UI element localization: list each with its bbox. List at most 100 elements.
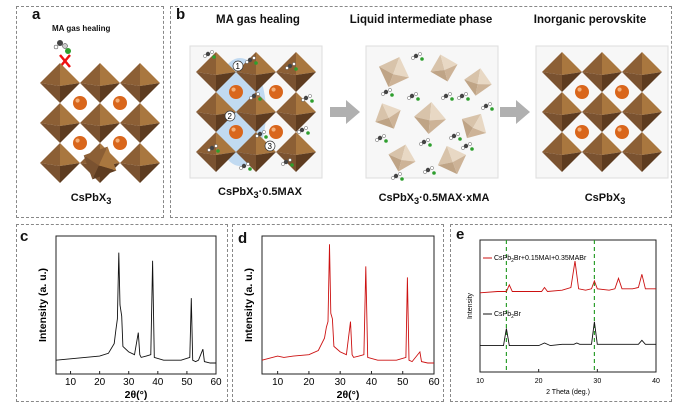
octahedron <box>622 52 662 92</box>
octahedron <box>388 144 416 172</box>
octahedron <box>196 92 236 132</box>
stage1-structure: 1 2 3 <box>189 45 323 179</box>
octahedron <box>414 102 446 134</box>
cs-atom-highlight <box>231 127 236 132</box>
x-tick-label: 60 <box>210 377 222 388</box>
x-tick-label: 10 <box>476 378 484 385</box>
octahedron <box>196 52 236 92</box>
stage2-structure <box>365 45 499 181</box>
caption-text: CsPbX <box>70 192 107 204</box>
cs-atom <box>269 125 283 139</box>
ma-molecule-icon <box>419 138 432 147</box>
panel-b-label: b <box>176 6 186 23</box>
octahedron <box>83 146 117 180</box>
cs-atom-highlight <box>617 127 622 132</box>
cs-atom-highlight <box>271 87 276 92</box>
octahedron <box>582 132 622 172</box>
x-tick-label: 20 <box>303 377 315 388</box>
cs-atom-highlight <box>75 98 80 103</box>
cs-atom-highlight <box>577 87 582 92</box>
plot-frame <box>261 235 435 375</box>
panel-e <box>450 224 672 402</box>
stage1-title: MA gas healing <box>216 14 300 26</box>
legend-label: CsPb2Br <box>494 311 522 320</box>
step-2-marker <box>224 110 236 122</box>
cs-atom-highlight <box>115 138 120 143</box>
s1-cap-a: CsPbX <box>218 186 254 198</box>
legend-label: CsPb2Br+0.15MAI+0.35MABr <box>494 255 587 264</box>
cs-atom <box>615 125 629 139</box>
ma-molecule-icon <box>255 130 268 139</box>
x-tick-label: 20 <box>94 377 106 388</box>
s1-cap-sub: 3 <box>253 190 259 201</box>
octahedron <box>40 63 80 103</box>
arrow-2-icon <box>500 100 530 124</box>
caption-sub: 3 <box>106 196 112 207</box>
cs-atom-highlight <box>617 87 622 92</box>
cs-atom-highlight <box>115 98 120 103</box>
ma-molecule-icon <box>281 158 294 167</box>
panel-d <box>232 224 444 402</box>
s2-cap-a: CsPbX <box>378 192 415 204</box>
octahedron <box>464 68 492 96</box>
step-markers: 1 2 3 <box>224 60 276 152</box>
ma-molecule-icon <box>207 144 220 153</box>
step-2-label: 2 <box>228 112 233 121</box>
x-tick-label: 30 <box>335 377 347 388</box>
cs-atom <box>113 96 127 110</box>
octahedron <box>378 56 410 88</box>
s1-cap-b: ·0.5MAX <box>258 186 302 198</box>
step-1-marker <box>232 60 244 72</box>
octahedron <box>120 63 160 103</box>
octahedron <box>236 132 276 172</box>
x-tick-label: 50 <box>397 377 409 388</box>
ma-molecule-icon <box>381 88 394 97</box>
octahedron <box>40 103 80 143</box>
x-tick-label: 30 <box>123 377 135 388</box>
panel-a-title: MA gas healing <box>52 24 111 33</box>
step-3-label: 3 <box>268 142 273 151</box>
arrow-1-icon <box>330 100 360 124</box>
x-tick-label: 40 <box>152 377 164 388</box>
octahedron <box>40 143 80 183</box>
octahedron <box>542 92 582 132</box>
octahedron <box>582 92 622 132</box>
octahedron <box>80 63 120 103</box>
ma-molecule-icon <box>481 102 494 111</box>
ma-molecule-icon <box>203 50 216 59</box>
ma-molecule-icon <box>53 40 71 54</box>
ma-molecule-icon <box>441 92 454 101</box>
octahedron <box>276 92 316 132</box>
series-line <box>479 261 656 294</box>
octahedron <box>375 103 401 129</box>
step-1-label: 1 <box>236 62 241 71</box>
cs-atom-highlight <box>75 138 80 143</box>
octahedron <box>80 103 120 143</box>
octahedron <box>120 143 160 183</box>
panel-c-label: c <box>20 228 29 245</box>
octahedron <box>622 132 662 172</box>
octahedron <box>582 52 622 92</box>
ma-molecule-icon <box>249 92 262 101</box>
plot-frame <box>479 239 657 373</box>
x-axis-label: 2θ(°) <box>337 389 360 401</box>
s3-cap-a: CsPbX <box>584 192 621 204</box>
panel-b <box>170 6 672 218</box>
x-tick-label: 30 <box>593 378 601 385</box>
x-tick-label: 20 <box>535 378 543 385</box>
cs-atom <box>615 85 629 99</box>
s2-cap-b: ·0.5MAX·xMA <box>419 192 490 204</box>
ma-molecule-icon <box>245 56 258 65</box>
s2-cap-sub: 3 <box>414 196 420 207</box>
step-3-marker <box>264 140 276 152</box>
octahedron <box>236 52 276 92</box>
octahedron <box>542 132 582 172</box>
panel-c <box>16 224 228 402</box>
cs-atom <box>229 125 243 139</box>
y-axis-label: Intensity (a. u.) <box>243 268 255 342</box>
cs-atom <box>575 125 589 139</box>
cs-atom-highlight <box>231 87 236 92</box>
octahedron <box>276 132 316 172</box>
